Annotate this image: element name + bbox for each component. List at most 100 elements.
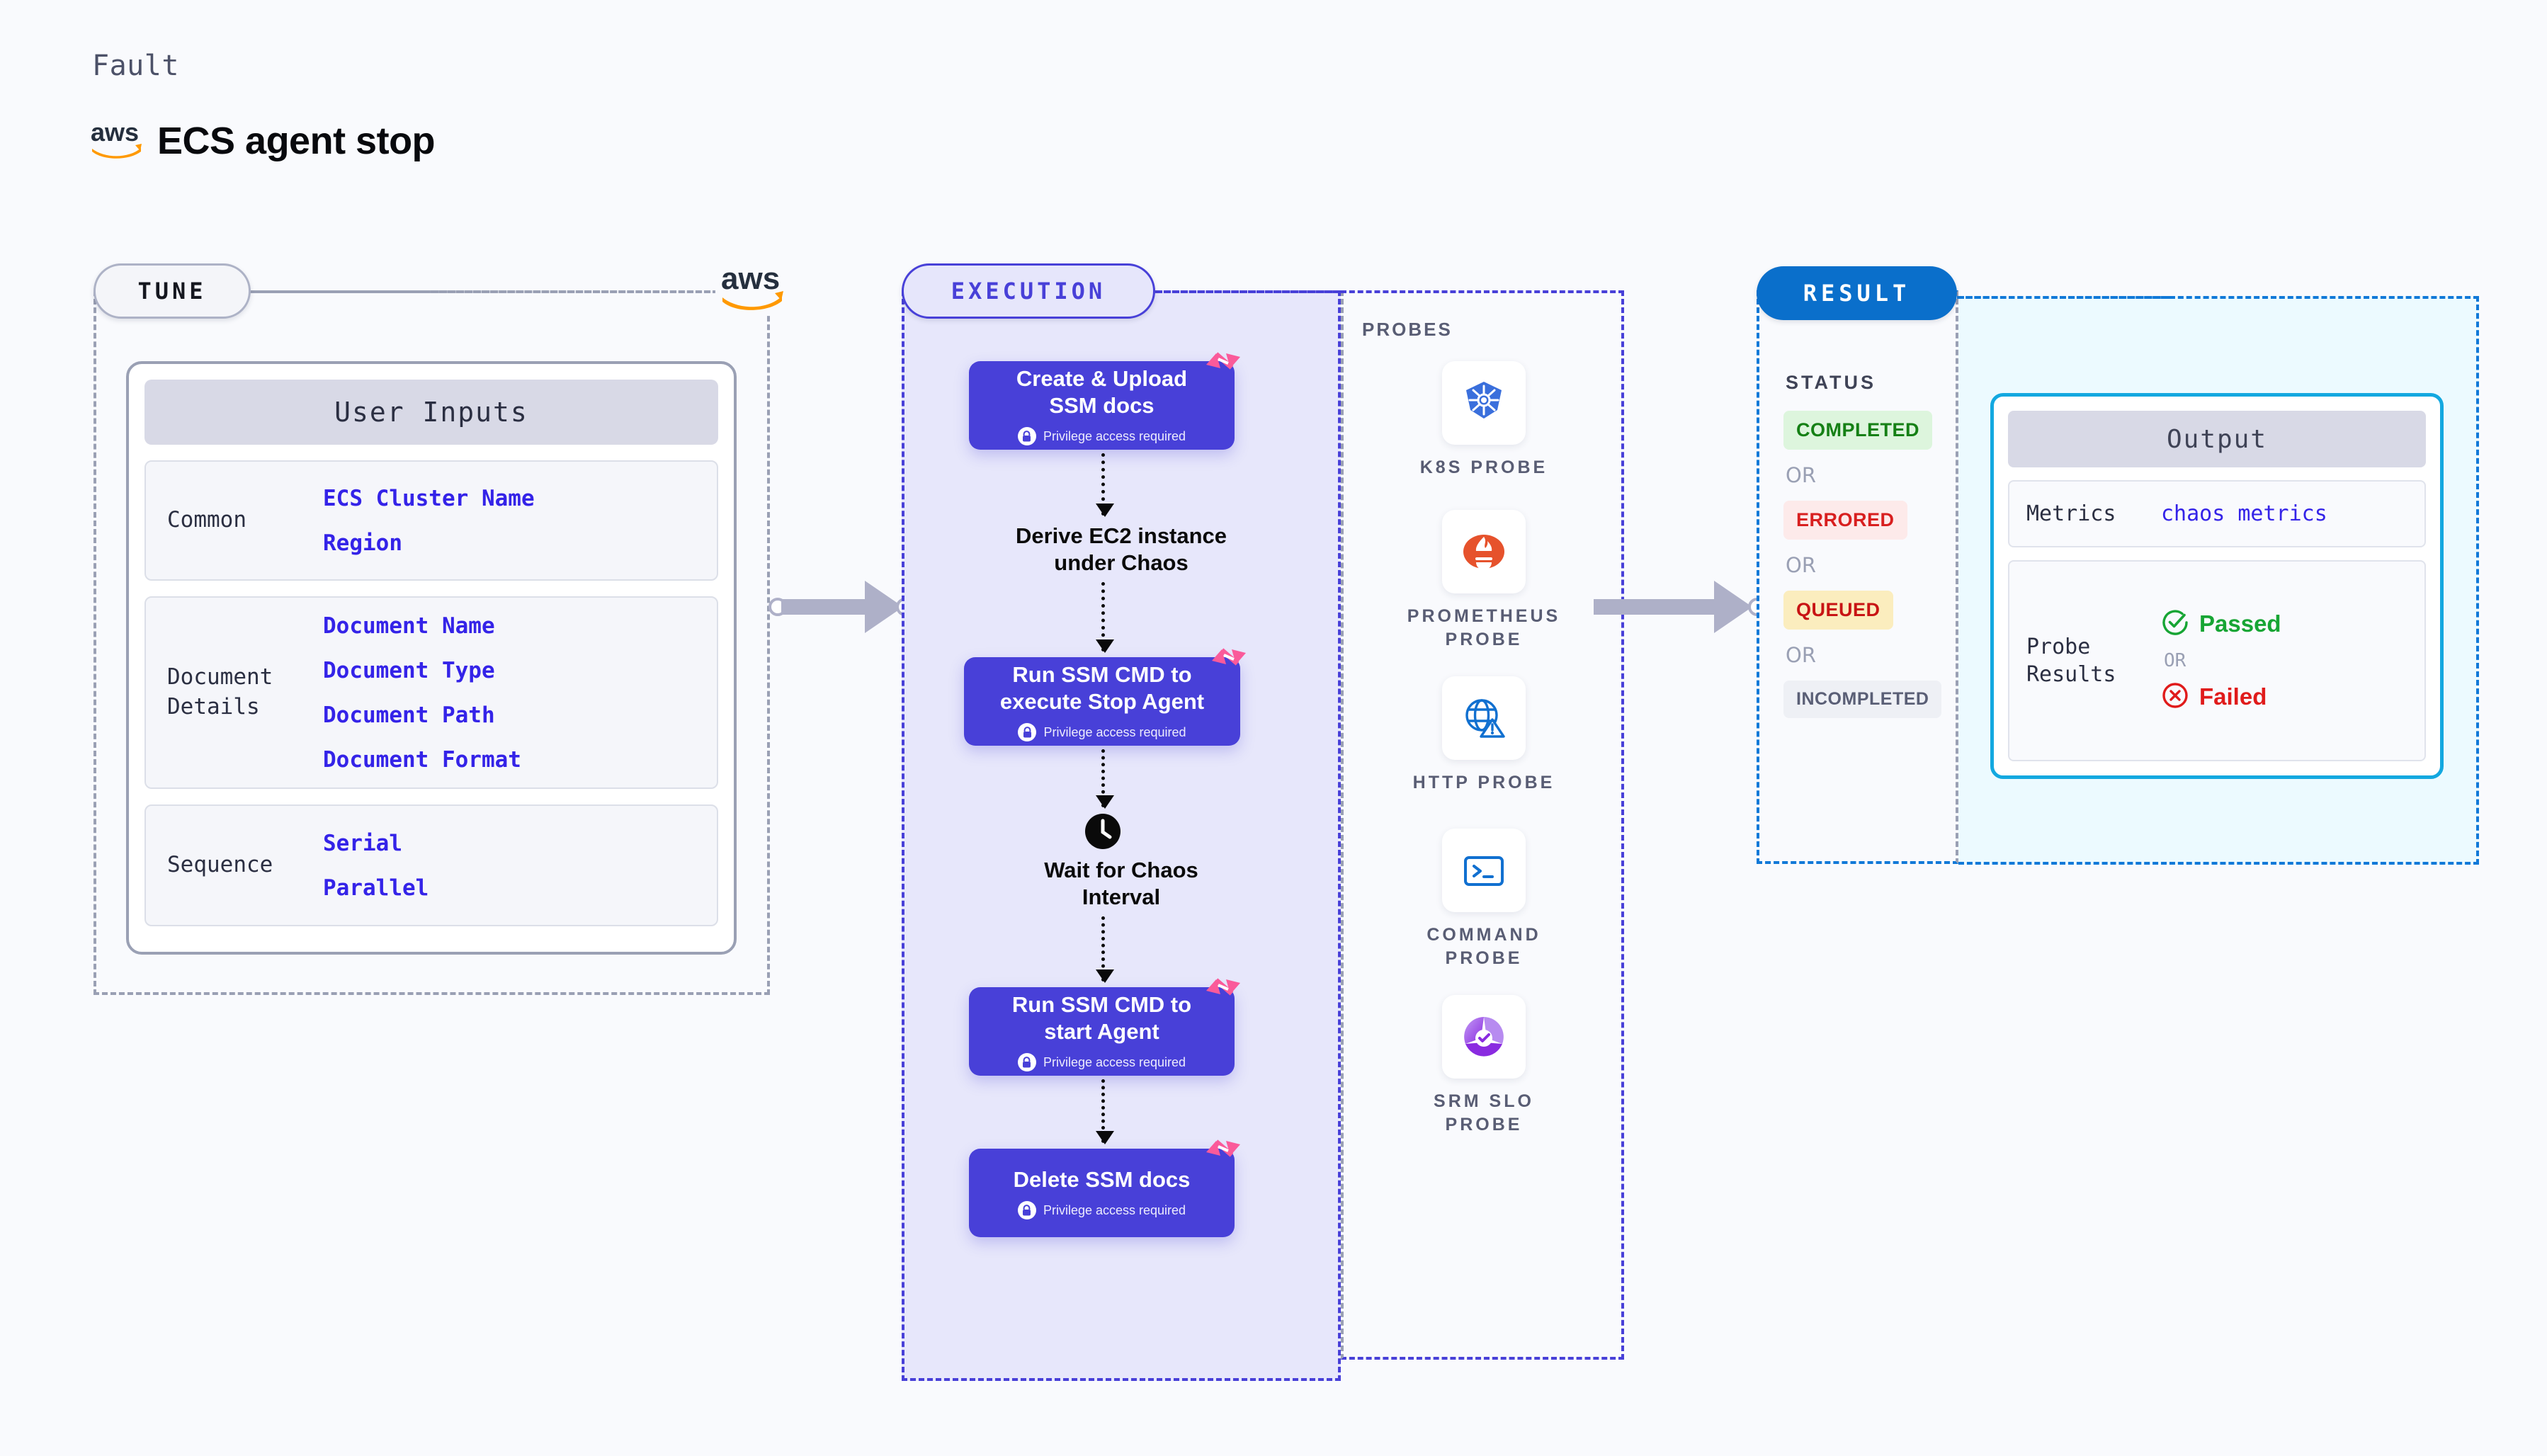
- status-section-title: STATUS: [1786, 372, 1876, 393]
- probes-panel: [1341, 290, 1624, 1360]
- srm-slo-icon: [1442, 995, 1526, 1079]
- input-value[interactable]: Serial: [323, 830, 402, 856]
- fault-kicker-label: Fault: [92, 50, 179, 82]
- input-group-values: Document Name Document Type Document Pat…: [323, 613, 521, 773]
- step-privilege-text: Privilege access required: [1043, 428, 1186, 443]
- prometheus-icon: [1442, 510, 1526, 593]
- probe-failed-label: Failed: [2199, 683, 2267, 710]
- x-circle-icon: [2161, 681, 2189, 713]
- user-inputs-card: User Inputs Common ECS Cluster Name Regi…: [126, 361, 737, 955]
- input-value[interactable]: Parallel: [323, 875, 429, 901]
- status-badge-incompleted[interactable]: INCOMPLETED: [1783, 681, 1942, 718]
- output-probe-results-label: Probe Results: [2026, 634, 2116, 687]
- input-value[interactable]: Document Format: [323, 746, 521, 773]
- step-privilege-text: Privilege access required: [1043, 1202, 1186, 1217]
- user-inputs-title: User Inputs: [144, 380, 718, 445]
- output-metrics-value[interactable]: chaos metrics: [2161, 501, 2327, 526]
- output-row-probe-results: Probe Results Passed OR: [2008, 559, 2426, 761]
- page-title-row: aws ECS agent stop: [91, 118, 436, 163]
- step-title: Run SSM CMD to execute Stop Agent: [999, 661, 1205, 714]
- step-wait-for-chaos-interval: Wait for Chaos Interval: [1044, 858, 1198, 909]
- flow-connector: [1096, 1079, 1114, 1144]
- input-value[interactable]: Document Name: [323, 613, 495, 639]
- input-group-common: Common ECS Cluster Name Region: [144, 460, 718, 581]
- terminal-icon: [1442, 829, 1526, 912]
- step-privilege-note: Privilege access required: [1018, 723, 1186, 742]
- result-connector-line: [1957, 296, 2169, 299]
- input-group-label: Sequence: [167, 852, 273, 878]
- probe-result-or-label: OR: [2164, 649, 2186, 671]
- step-title: Delete SSM docs: [1013, 1166, 1191, 1192]
- probe-label: COMMAND PROBE: [1426, 925, 1541, 968]
- flow-connector: [1096, 582, 1114, 653]
- probe-result-failed: Failed: [2161, 681, 2281, 713]
- step-run-ssm-cmd-stop-agent[interactable]: Run SSM CMD to execute Stop Agent Privil…: [964, 657, 1240, 746]
- lock-icon: [1017, 427, 1036, 446]
- input-value[interactable]: Document Path: [323, 702, 495, 728]
- step-run-ssm-cmd-start-agent[interactable]: Run SSM CMD to start Agent Privilege acc…: [969, 987, 1235, 1076]
- input-group-values: Serial Parallel: [323, 824, 429, 906]
- input-group-label: Document Details: [167, 664, 273, 720]
- output-row-metrics: Metrics chaos metrics: [2008, 480, 2426, 547]
- result-panel: [1757, 290, 1958, 864]
- input-group-values: ECS Cluster Name Region: [323, 480, 535, 561]
- status-badge-errored[interactable]: ERRORED: [1783, 501, 1907, 540]
- input-group-label: Common: [167, 507, 246, 533]
- status-badge-queued[interactable]: QUEUED: [1783, 591, 1893, 630]
- harness-logo-icon: [1205, 351, 1242, 392]
- tune-connector-line: [251, 290, 718, 293]
- input-value[interactable]: ECS Cluster Name: [323, 485, 535, 511]
- probe-label: K8S PROBE: [1419, 457, 1548, 477]
- step-privilege-note: Privilege access required: [1017, 1201, 1186, 1220]
- step-title: Run SSM CMD to start Agent: [1011, 991, 1192, 1044]
- page-title: ECS agent stop: [157, 120, 436, 162]
- lock-icon: [1017, 1201, 1036, 1220]
- probe-item-prometheus[interactable]: PROMETHEUS PROBE: [1378, 510, 1590, 651]
- probe-item-srm-slo[interactable]: SRM SLO PROBE: [1378, 995, 1590, 1136]
- probe-label: HTTP PROBE: [1412, 773, 1555, 792]
- probe-label: SRM SLO PROBE: [1434, 1091, 1534, 1134]
- lock-icon: [1017, 1053, 1036, 1072]
- aws-logo-icon: aws: [91, 118, 143, 163]
- status-or-label: OR: [1786, 643, 1816, 667]
- status-badge-completed[interactable]: COMPLETED: [1783, 411, 1933, 450]
- svg-text:aws: aws: [91, 120, 139, 147]
- probe-item-k8s[interactable]: K8S PROBE: [1378, 361, 1590, 479]
- input-value[interactable]: Region: [323, 530, 402, 556]
- harness-logo-icon: [1205, 977, 1242, 1018]
- probe-item-command[interactable]: COMMAND PROBE: [1378, 829, 1590, 969]
- arrow-tune-to-execution: [768, 575, 914, 633]
- output-card: Output Metrics chaos metrics Probe Resul…: [1990, 393, 2444, 779]
- step-create-upload-ssm-docs[interactable]: Create & Upload SSM docs Privilege acces…: [969, 361, 1235, 450]
- step-privilege-note: Privilege access required: [1017, 1053, 1186, 1072]
- input-value[interactable]: Document Type: [323, 657, 495, 683]
- flow-connector: [1096, 916, 1114, 983]
- flow-connector: [1096, 453, 1114, 517]
- clock-icon: [1084, 813, 1121, 853]
- flow-connector: [1096, 749, 1114, 809]
- probe-label: PROMETHEUS PROBE: [1407, 606, 1561, 649]
- arrow-execution-to-result: [1594, 575, 1767, 633]
- step-title: Create & Upload SSM docs: [1016, 365, 1188, 418]
- result-stage-pill[interactable]: RESULT: [1757, 266, 1957, 320]
- lock-icon: [1018, 723, 1037, 742]
- step-delete-ssm-docs[interactable]: Delete SSM docs Privilege access require…: [969, 1149, 1235, 1237]
- execution-stage-pill[interactable]: EXECUTION: [902, 263, 1155, 319]
- step-privilege-text: Privilege access required: [1043, 1054, 1186, 1069]
- tune-stage-pill[interactable]: TUNE: [93, 263, 251, 319]
- probe-result-passed: Passed: [2161, 608, 2281, 640]
- http-globe-warning-icon: [1442, 676, 1526, 760]
- step-derive-ec2-instance: Derive EC2 instance under Chaos: [1015, 523, 1227, 575]
- step-privilege-note: Privilege access required: [1017, 427, 1186, 446]
- harness-logo-icon: [1205, 1139, 1242, 1179]
- status-or-label: OR: [1786, 553, 1816, 577]
- probe-passed-label: Passed: [2199, 610, 2281, 637]
- svg-text:aws: aws: [721, 261, 780, 296]
- probe-item-http[interactable]: HTTP PROBE: [1378, 676, 1590, 795]
- input-group-sequence: Sequence Serial Parallel: [144, 804, 718, 926]
- check-circle-icon: [2161, 608, 2189, 640]
- output-metrics-label: Metrics: [2026, 501, 2116, 526]
- probe-result-options: Passed OR Failed: [2161, 577, 2281, 744]
- step-privilege-text: Privilege access required: [1043, 724, 1186, 739]
- execution-connector-line: [1155, 290, 1346, 293]
